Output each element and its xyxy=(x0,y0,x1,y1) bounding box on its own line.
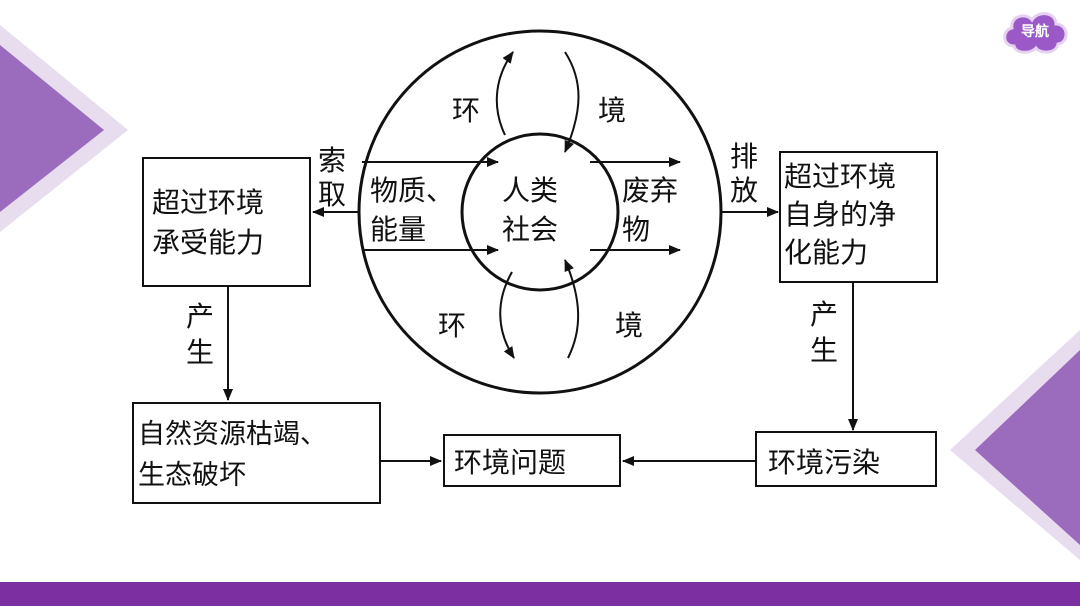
curve-arrow-top-left xyxy=(495,51,514,136)
left-box-line-2: 承受能力 xyxy=(152,226,264,259)
label-paifang-2: 放 xyxy=(730,174,758,207)
bottom-accent-bar xyxy=(0,582,1080,606)
problem-box-label: 环境问题 xyxy=(454,446,566,479)
label-jing-bottom: 境 xyxy=(615,309,643,342)
label-jing-top: 境 xyxy=(598,94,626,127)
label-suoqu-1: 索 xyxy=(318,144,346,177)
label-huan-top: 环 xyxy=(452,94,480,127)
pollution-box xyxy=(755,431,937,487)
left-box xyxy=(142,157,311,287)
label-chansheng-left-1: 产 xyxy=(186,300,214,333)
label-chansheng-right-2: 生 xyxy=(810,334,838,367)
bottom-left-box-line-2: 生态破坏 xyxy=(138,460,246,491)
left-triangle xyxy=(0,45,104,212)
label-chansheng-right-1: 产 xyxy=(810,298,838,331)
bottom-left-box-line-1: 自然资源枯竭、 xyxy=(138,419,327,450)
right-box-line-3: 化能力 xyxy=(784,236,868,269)
bottom-left-box xyxy=(132,402,381,504)
label-waste-2: 物 xyxy=(622,213,650,246)
problem-box xyxy=(443,434,621,487)
label-material-2: 能量 xyxy=(370,213,426,246)
nav-label: 导航 xyxy=(1021,24,1049,40)
outer-circle xyxy=(357,29,723,395)
nav-button[interactable]: 导航 xyxy=(1000,8,1070,56)
right-triangle xyxy=(975,350,1080,545)
label-chansheng-left-2: 生 xyxy=(186,336,214,369)
right-box-line-1: 超过环境 xyxy=(784,160,896,193)
curve-arrow-bottom-left xyxy=(499,271,515,359)
label-material-1: 物质、 xyxy=(370,174,454,207)
curve-arrow-bottom-right xyxy=(564,259,580,359)
inner-circle xyxy=(460,132,620,292)
label-suoqu-2: 取 xyxy=(318,178,346,211)
cloud-icon xyxy=(1003,12,1068,54)
right-box xyxy=(779,151,938,283)
label-center-1: 人类 xyxy=(502,174,558,207)
label-waste-1: 废弃 xyxy=(622,174,678,207)
label-center-2: 社会 xyxy=(502,213,558,246)
left-box-line-1: 超过环境 xyxy=(152,186,264,219)
label-paifang-1: 排 xyxy=(730,140,758,173)
label-huan-bottom: 环 xyxy=(438,309,466,342)
pollution-box-label: 环境污染 xyxy=(768,446,880,479)
curve-arrow-top-right xyxy=(564,51,580,153)
right-box-line-2: 自身的净 xyxy=(784,198,896,231)
